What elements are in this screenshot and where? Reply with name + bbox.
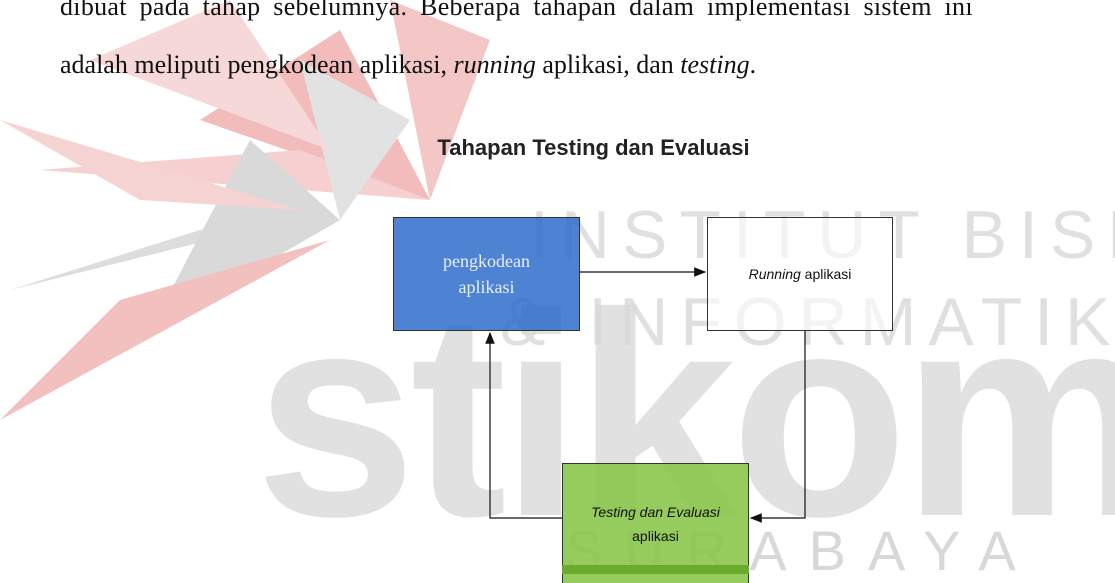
coding-box-line1: pengkodean bbox=[443, 251, 530, 271]
running-box-italic: Running bbox=[748, 266, 801, 282]
paragraph-line-1: dibuat pada tahap sebelumnya. Beberapa t… bbox=[60, 0, 973, 21]
coding-box: pengkodean aplikasi bbox=[393, 217, 580, 331]
testing-box-strip bbox=[562, 565, 749, 574]
running-box: Running aplikasi bbox=[707, 217, 893, 331]
paragraph-line-2: adalah meliputi pengkodean aplikasi, run… bbox=[60, 50, 1095, 80]
paragraph-text: . bbox=[749, 50, 757, 79]
star-logo-icon bbox=[0, 0, 490, 420]
paragraph-italic-running: running bbox=[453, 50, 536, 79]
running-box-rest: aplikasi bbox=[800, 266, 852, 282]
paragraph-italic-testing: testing bbox=[680, 50, 750, 79]
testing-box-line2: aplikasi bbox=[632, 527, 679, 544]
paragraph-text: adalah meliputi pengkodean aplikasi, bbox=[60, 50, 454, 79]
paragraph-text: aplikasi, dan bbox=[535, 50, 681, 79]
testing-box: Testing dan Evaluasi aplikasi bbox=[562, 463, 749, 583]
diagram-title: Tahapan Testing dan Evaluasi bbox=[437, 135, 750, 160]
coding-box-line2: aplikasi bbox=[458, 277, 515, 297]
testing-box-line1: Testing dan Evaluasi bbox=[591, 503, 720, 520]
